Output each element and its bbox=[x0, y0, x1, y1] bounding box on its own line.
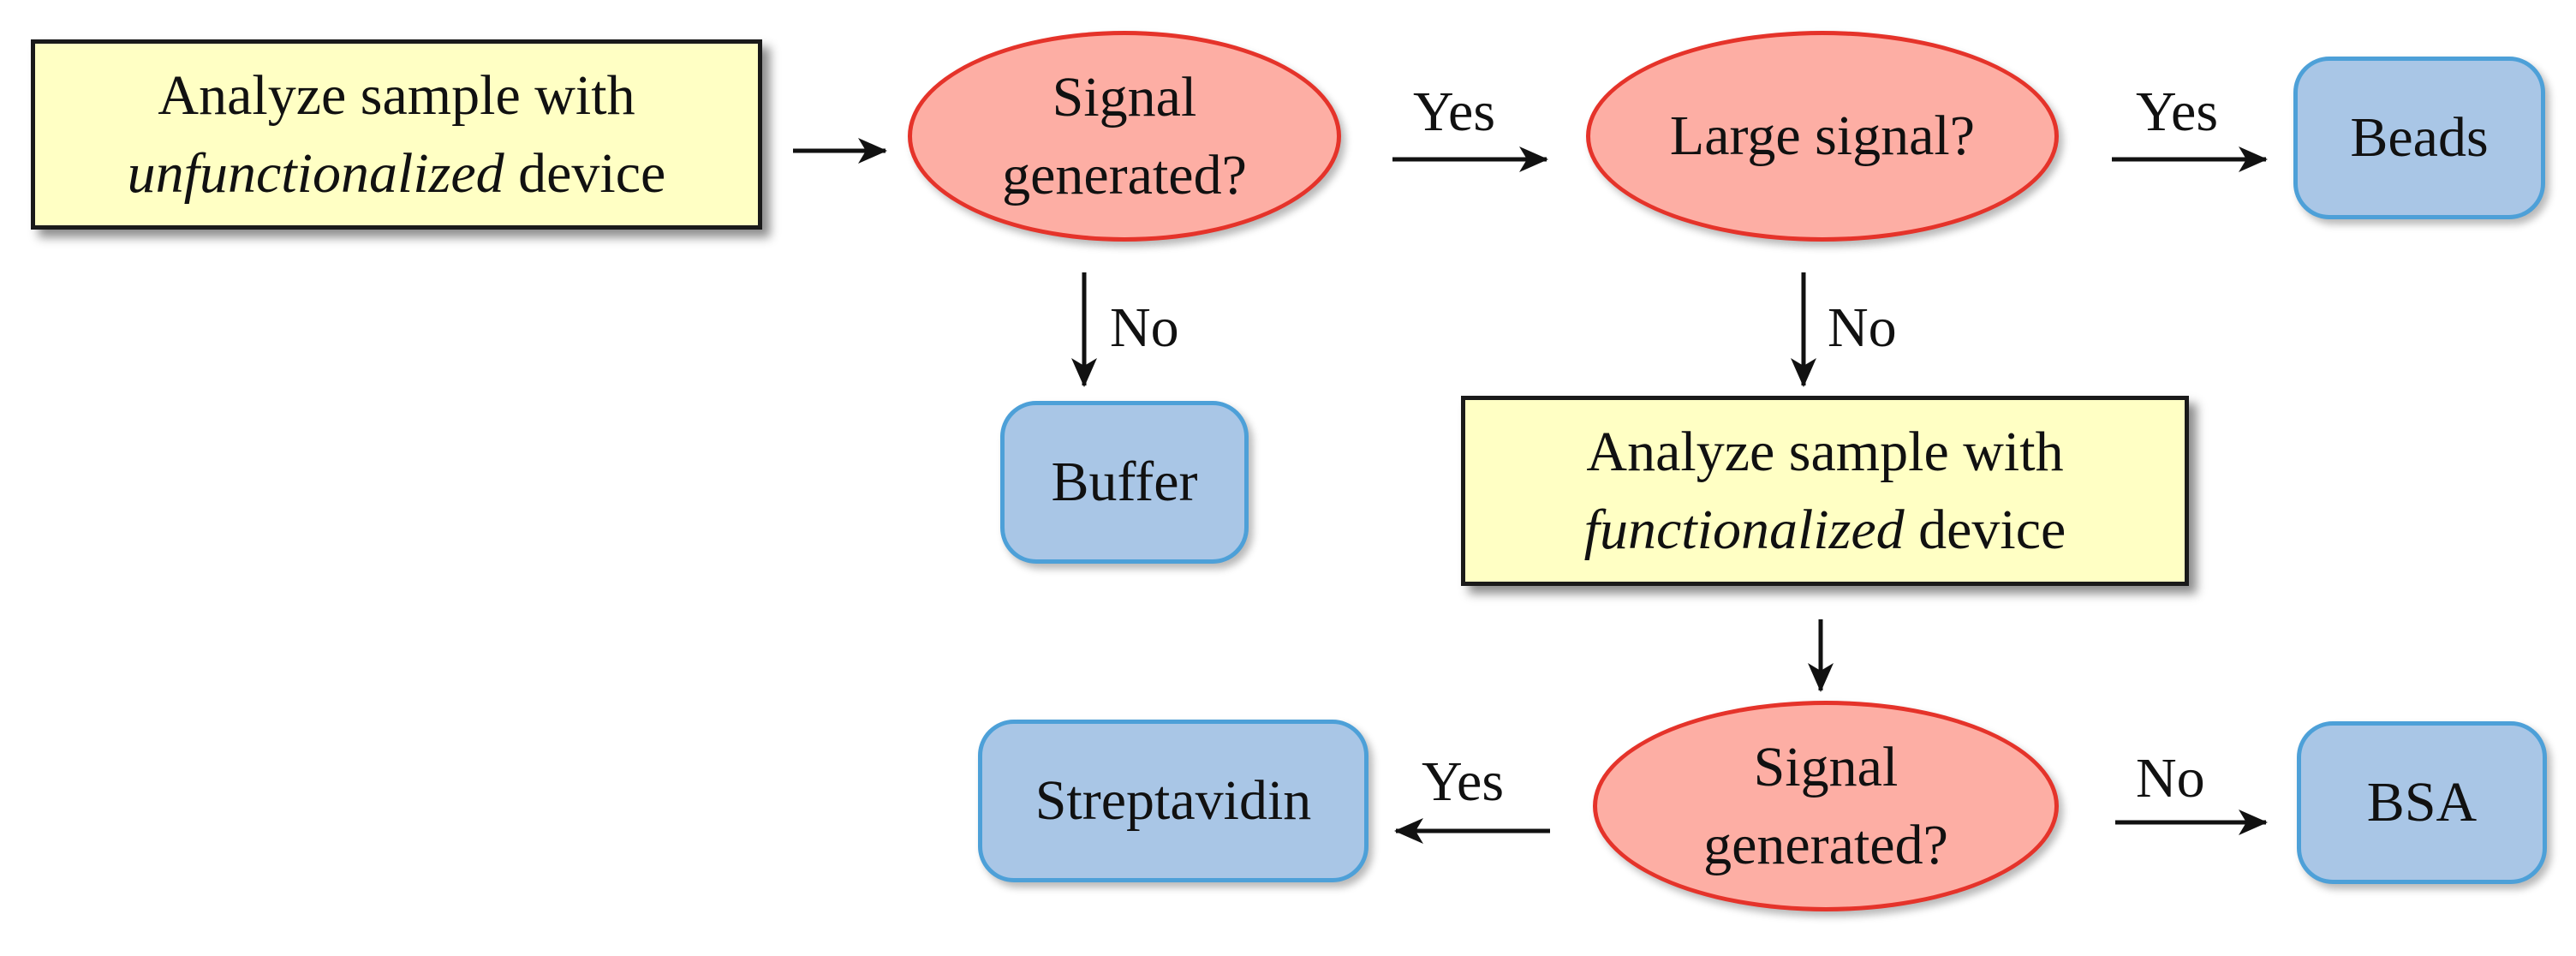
decision-line2: generated? bbox=[1703, 814, 1948, 876]
edge-label-yes-signal2-to-streptavidin: Yes bbox=[1422, 750, 1505, 813]
edge-label-no-large-to-functionalized: No bbox=[1828, 296, 1897, 359]
process-line2-rest: device bbox=[1904, 499, 2066, 561]
edge-label-no-signal2-to-bsa: No bbox=[2136, 747, 2205, 810]
terminal-streptavidin: Streptavidin bbox=[978, 720, 1368, 882]
process-line1: Analyze sample with bbox=[1586, 420, 2064, 483]
decision-line1: Signal bbox=[1052, 65, 1197, 128]
process-analyze-functionalized: Analyze sample with functionalized devic… bbox=[1461, 396, 2189, 586]
decision-large-signal: Large signal? bbox=[1586, 31, 2059, 242]
edge-label-no-signal1-to-buffer: No bbox=[1110, 296, 1179, 359]
terminal-text: Streptavidin bbox=[1035, 769, 1312, 833]
decision-signal-generated-2: Signal generated? bbox=[1593, 701, 2059, 911]
process-analyze-unfunctionalized: Analyze sample with unfunctionalized dev… bbox=[31, 39, 762, 230]
terminal-text: Buffer bbox=[1051, 451, 1198, 514]
process-line2: functionalized device bbox=[1584, 491, 2066, 569]
process-line2: unfunctionalized device bbox=[128, 134, 666, 212]
edge-label-yes-signal1-to-large: Yes bbox=[1413, 81, 1496, 143]
terminal-buffer: Buffer bbox=[1000, 401, 1249, 564]
process-line1: Analyze sample with bbox=[158, 63, 635, 127]
decision-line1: Signal bbox=[1753, 735, 1899, 798]
decision-signal-generated-1: Signal generated? bbox=[908, 31, 1341, 242]
decision-text: Large signal? bbox=[1669, 105, 1976, 168]
terminal-text: Beads bbox=[2350, 106, 2489, 170]
decision-line2: generated? bbox=[1002, 144, 1247, 206]
terminal-beads: Beads bbox=[2293, 57, 2545, 219]
edge-label-yes-large-to-beads: Yes bbox=[2136, 81, 2219, 143]
process-line2-rest: device bbox=[504, 142, 666, 205]
terminal-bsa: BSA bbox=[2297, 721, 2547, 884]
process-line2-italic: functionalized bbox=[1583, 499, 1905, 561]
terminal-text: BSA bbox=[2366, 771, 2478, 834]
process-line2-italic: unfunctionalized bbox=[127, 142, 504, 205]
